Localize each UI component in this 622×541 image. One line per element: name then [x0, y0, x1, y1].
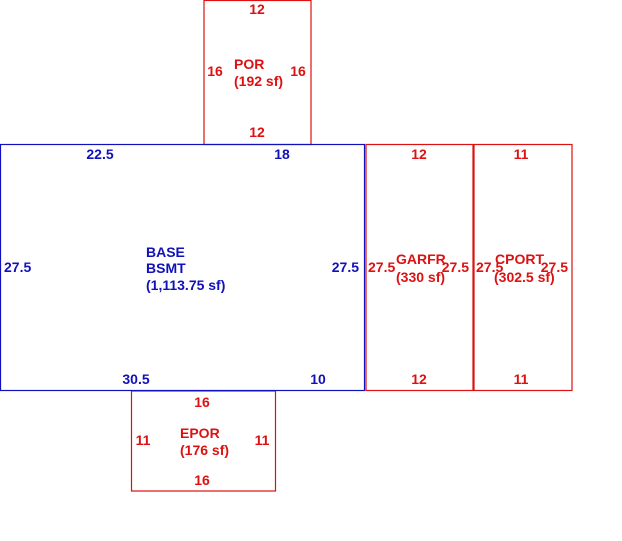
por-top-dimension: 12 [249, 1, 265, 17]
base-area: (1,113.75 sf) [146, 277, 225, 293]
base-bottom-left-dimension: 30.5 [122, 371, 149, 387]
epor-area: (176 sf) [180, 442, 229, 458]
base-outline [0, 143, 366, 392]
por-bottom-dimension: 12 [249, 124, 265, 140]
base-top-right-dimension: 18 [274, 146, 290, 162]
base-name: BASE [146, 244, 185, 260]
base-left-dimension: 27.5 [4, 259, 31, 275]
garfr-right-dimension: 27.5 [442, 259, 469, 275]
garfr-outline [365, 143, 474, 392]
garfr-bottom-dimension: 12 [411, 371, 427, 387]
epor-bottom-dimension: 16 [194, 472, 210, 488]
base-sub-name: BSMT [146, 260, 186, 276]
cport-name: CPORT [495, 251, 544, 267]
por-left-dimension: 16 [207, 63, 223, 79]
por-area: (192 sf) [234, 73, 283, 89]
epor-left-dimension: 11 [136, 432, 151, 448]
cport-left-dimension: 27.5 [476, 259, 503, 275]
base-top-left-dimension: 22.5 [86, 146, 113, 162]
epor-name: EPOR [180, 425, 220, 441]
epor-right-dimension: 11 [255, 432, 270, 448]
base-bottom-right-dimension: 10 [310, 371, 326, 387]
cport-top-dimension: 11 [514, 146, 529, 162]
cport-outline [473, 143, 573, 392]
base-right-dimension: 27.5 [332, 259, 359, 275]
cport-area: (302.5 sf) [494, 269, 555, 285]
cport-right-dimension: 27.5 [541, 259, 568, 275]
epor-top-dimension: 16 [194, 394, 210, 410]
por-right-dimension: 16 [290, 63, 306, 79]
garfr-name: GARFR [396, 251, 446, 267]
garfr-top-dimension: 12 [411, 146, 427, 162]
garfr-left-dimension: 27.5 [368, 259, 395, 275]
garfr-area: (330 sf) [396, 269, 445, 285]
cport-bottom-dimension: 11 [514, 371, 529, 387]
por-name: POR [234, 56, 264, 72]
